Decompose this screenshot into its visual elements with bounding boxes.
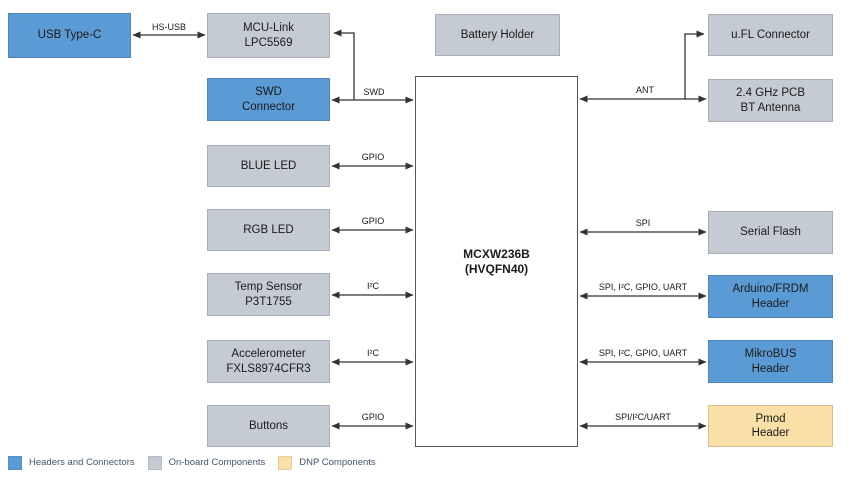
legend-item-dnp-components: DNP Components [278,456,376,470]
block-serial-flash: Serial Flash [708,211,833,254]
legend-swatch-headers-connectors [8,456,22,470]
wire-label-pmod-bus: SPI/I²C/UART [615,412,671,422]
block-blue-led: BLUE LED [207,145,330,187]
wire-label-swd: SWD [363,87,385,97]
legend-swatch-onboard-components [147,456,162,470]
wire-label-temp-i2c: I²C [367,281,379,291]
wire-swd-branch-to-mculink [333,29,355,100]
legend-item-headers-connectors: Headers and Connectors [8,456,135,470]
block-arduino-frdm-header: Arduino/FRDM Header [708,275,833,318]
block-pmod-header: Pmod Header [708,405,833,447]
block-bt-antenna: 2.4 GHz PCB BT Antenna [708,79,833,122]
block-buttons: Buttons [207,405,330,447]
legend-swatch-dnp-components [278,456,293,470]
wire-label-spi: SPI [635,218,651,228]
block-swd-connector: SWD Connector [207,78,330,121]
legend-label-headers-connectors: Headers and Connectors [29,457,135,469]
block-mikrobus-header: MikroBUS Header [708,340,833,383]
wire-label-mikrobus-bus: SPI, I²C, GPIO, UART [598,348,688,358]
legend-label-onboard-components: On-board Components [168,457,266,469]
wire-label-arduino-bus: SPI, I²C, GPIO, UART [598,282,688,292]
wire-label-ant: ANT [636,85,654,95]
block-temp-sensor: Temp Sensor P3T1755 [207,273,330,316]
wire-label-blue-led-gpio: GPIO [361,152,385,162]
legend: Headers and Connectors On-board Componen… [8,456,376,470]
block-ufl-connector: u.FL Connector [708,14,833,56]
wire-label-buttons-gpio: GPIO [361,412,385,422]
wire-label-rgb-led-gpio: GPIO [361,216,385,226]
block-mcu-link: MCU-Link LPC5569 [207,13,330,58]
wire-label-hs-usb: HS-USB [151,22,187,32]
block-rgb-led: RGB LED [207,209,330,251]
legend-label-dnp-components: DNP Components [299,457,376,469]
block-battery-holder: Battery Holder [435,14,560,56]
wire-label-accel-i2c: I²C [367,348,379,358]
wire-ant-branch-to-ufl [684,30,705,99]
block-usb-type-c: USB Type-C [8,13,131,58]
block-mcu-mcxw236b: MCXW236B (HVQFN40) [415,76,578,447]
legend-item-onboard-components: On-board Components [147,456,266,470]
block-accelerometer: Accelerometer FXLS8974CFR3 [207,340,330,383]
